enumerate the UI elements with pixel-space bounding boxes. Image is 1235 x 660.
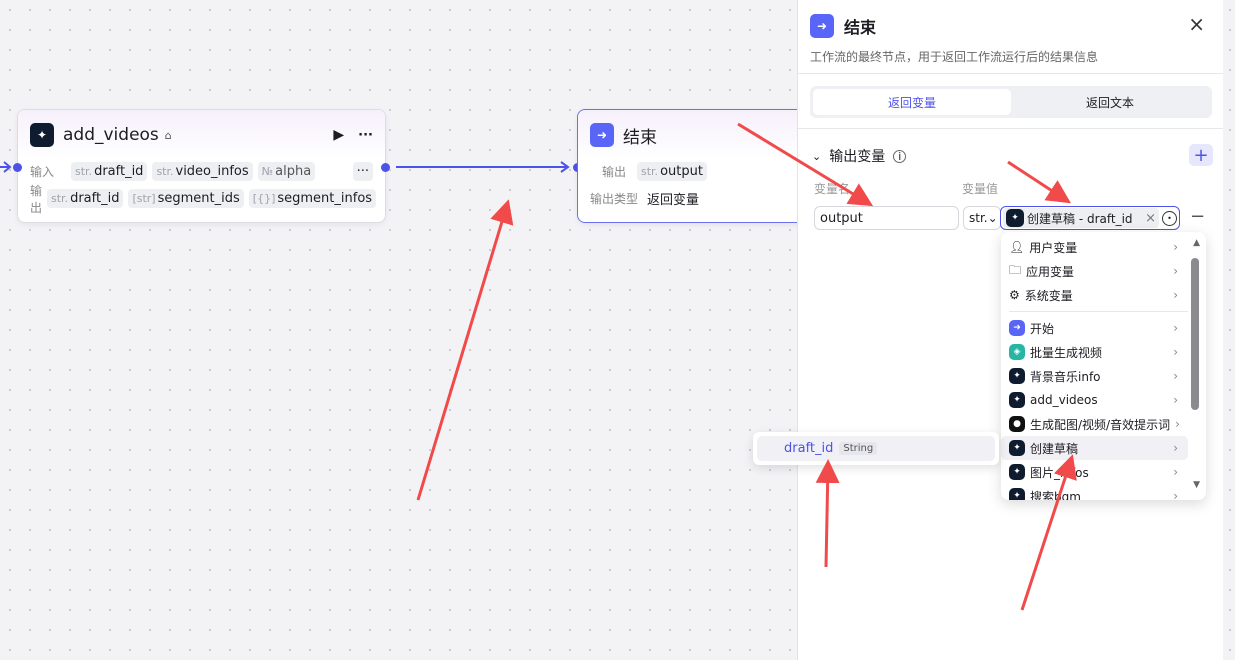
output-label: 输出: [601, 165, 626, 179]
scroll-down-icon[interactable]: ▼: [1193, 480, 1200, 490]
llm-icon: ●: [1009, 416, 1025, 432]
end-node[interactable]: ➜ 结束 输出 str.output 输出类型 返回变量: [577, 109, 817, 223]
output-tag: [str]segment_ids: [128, 189, 244, 208]
input-tag: str.draft_id: [71, 162, 148, 181]
input-tag: str.video_infos: [152, 162, 253, 181]
column-value-label: 变量值: [962, 182, 999, 196]
plugin-icon: ✦: [1009, 392, 1025, 408]
scroll-up-icon[interactable]: ▲: [1193, 238, 1200, 248]
submenu-item-draft-id[interactable]: draft_id String: [757, 436, 995, 461]
column-name-label: 变量名: [814, 182, 851, 196]
info-icon: i: [893, 149, 907, 163]
target-icon[interactable]: •: [1162, 210, 1177, 226]
plugin-icon: ✦: [1009, 440, 1025, 456]
edge: [396, 161, 570, 173]
folder-icon: 🗀: [1009, 262, 1022, 277]
plugin-icon: ✦: [1009, 488, 1025, 500]
output-type-value: 返回变量: [647, 193, 700, 208]
edge: [0, 161, 12, 173]
more-inputs-button[interactable]: ···: [352, 162, 373, 181]
menu-item-system-variables[interactable]: ⚙系统变量›: [1009, 288, 1178, 303]
output-tag: str.output: [637, 162, 707, 181]
type-select[interactable]: str.⌄: [963, 206, 1001, 230]
node-title: 结束: [623, 127, 657, 148]
layers-icon: ◈: [1009, 344, 1025, 360]
arrow: [416, 199, 514, 501]
variable-name-input[interactable]: output: [814, 206, 959, 230]
output-tag: str.draft_id: [47, 189, 124, 208]
node-title: add_videos: [63, 125, 159, 145]
remove-variable-button[interactable]: −: [1190, 206, 1206, 227]
run-icon[interactable]: ▶: [333, 127, 345, 143]
input-label: 输入: [30, 165, 55, 179]
menu-item-node[interactable]: ✦背景音乐info›: [1001, 364, 1188, 388]
field-submenu: draft_id String: [753, 432, 999, 465]
section-title: 输出变量: [829, 149, 886, 165]
menu-item-create-draft[interactable]: ✦创建草稿›: [1001, 436, 1188, 460]
variable-reference-field[interactable]: ✦ 创建草稿 - draft_id × •: [1000, 206, 1180, 230]
panel-description: 工作流的最终节点，用于返回工作流运行后的结果信息: [810, 50, 1099, 64]
menu-item-node[interactable]: ●生成配图/视频/音效提示词›: [1001, 412, 1188, 436]
start-icon: ➜: [1009, 320, 1025, 336]
gear-icon: ⚙: [1009, 288, 1020, 302]
panel-title: 结束: [844, 18, 877, 37]
menu-item-user-variables[interactable]: 👤︎用户变量›: [1009, 240, 1178, 255]
tab-return-text[interactable]: 返回文本: [1085, 95, 1134, 110]
menu-item-app-variables[interactable]: 🗀应用变量›: [1001, 259, 1188, 283]
menu-item-node[interactable]: ✦图片_infos›: [1001, 460, 1188, 484]
menu-item-node[interactable]: ◈批量生成视频›: [1001, 340, 1188, 364]
add-videos-node[interactable]: ✦ add_videos ⌂ ▶ ··· 输入 str.draft_id str…: [17, 109, 386, 223]
reference-value: 创建草稿 - draft_id: [1027, 211, 1133, 226]
plugin-icon: ✦: [30, 123, 54, 147]
tab-return-variable[interactable]: 返回变量: [813, 89, 1011, 115]
menu-item-node[interactable]: ✦搜索bgm›: [1001, 484, 1188, 500]
end-icon: ➜: [590, 123, 614, 147]
clear-icon[interactable]: ×: [1145, 210, 1156, 226]
field-name: draft_id: [784, 441, 834, 456]
menu-item-node[interactable]: ✦add_videos›: [1001, 388, 1188, 412]
scrollbar[interactable]: [1191, 258, 1199, 410]
collapse-chevron-icon[interactable]: ⌄: [812, 149, 822, 163]
field-type-badge: String: [839, 442, 878, 455]
output-label: 输出: [30, 183, 43, 215]
user-icon: 👤︎: [1009, 240, 1025, 254]
plugin-icon: ✦: [1009, 368, 1025, 384]
input-port[interactable]: [13, 163, 22, 172]
plugin-icon: ✦: [1009, 464, 1025, 480]
tab-bar: 返回变量 返回文本: [810, 86, 1212, 118]
output-tag: [{}]segment_infos: [248, 189, 377, 208]
store-icon: ⌂: [164, 128, 172, 142]
more-icon[interactable]: ···: [358, 127, 373, 143]
plugin-icon: ✦: [1006, 209, 1024, 227]
output-port[interactable]: [381, 163, 390, 172]
end-icon: ➜: [810, 14, 834, 38]
close-icon[interactable]: ×: [1188, 12, 1205, 36]
menu-item-start[interactable]: ➜开始›: [1001, 316, 1188, 340]
variable-picker-menu: 👤︎用户变量› 🗀应用变量› ⚙系统变量› ➜开始› ◈批量生成视频› ✦背景音…: [1001, 232, 1206, 500]
add-variable-button[interactable]: +: [1189, 144, 1213, 166]
output-type-label: 输出类型: [590, 192, 639, 206]
